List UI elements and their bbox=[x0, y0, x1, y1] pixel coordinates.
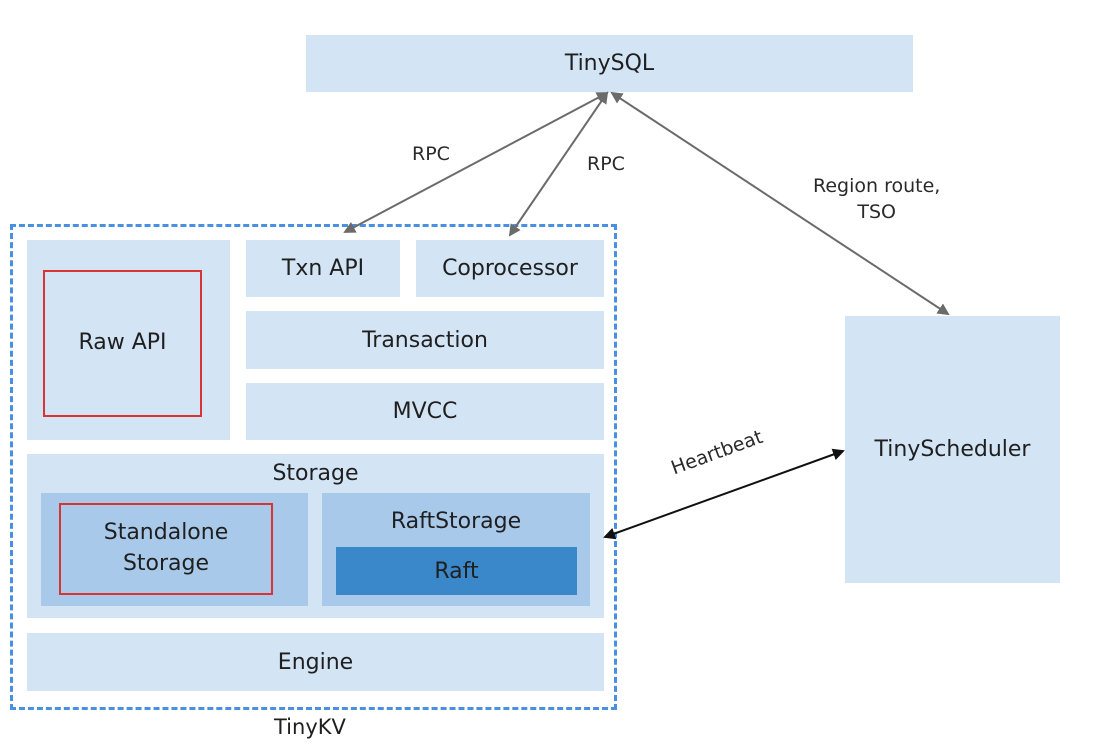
raft-storage-label: RaftStorage bbox=[390, 509, 522, 534]
transaction-label: Transaction bbox=[362, 327, 488, 353]
standalone-storage-panel bbox=[41, 493, 308, 606]
storage-label: Storage bbox=[272, 461, 359, 486]
tinykv-label: TinyKV bbox=[274, 715, 346, 739]
standalone-storage-highlight: Standalone Storage bbox=[59, 503, 273, 595]
tinyscheduler-label: TinyScheduler bbox=[874, 437, 1031, 462]
mvcc-label: MVCC bbox=[392, 399, 458, 424]
coprocessor-label: Coprocessor bbox=[442, 256, 578, 281]
rpc-right-label: RPC bbox=[587, 153, 625, 175]
rpc-left-label: RPC bbox=[412, 143, 450, 165]
transaction-node: Transaction bbox=[246, 311, 604, 369]
engine-label: Engine bbox=[277, 649, 354, 675]
txn-api-node: Txn API bbox=[246, 240, 400, 297]
raw-api-highlight: Raw API bbox=[43, 270, 202, 417]
edge-tinysql-txn-api bbox=[343, 92, 609, 233]
edge-tinysql-coprocessor bbox=[508, 91, 609, 237]
coprocessor-node: Coprocessor bbox=[416, 240, 604, 297]
raw-api-panel bbox=[27, 240, 230, 440]
raft-label: Raft bbox=[434, 558, 479, 584]
raw-api-label: Raw API bbox=[78, 330, 167, 356]
standalone-storage-label: Standalone Storage bbox=[103, 520, 229, 576]
region-route-label: Region route, TSO bbox=[813, 175, 941, 223]
edge-tinysql-tinyscheduler bbox=[610, 91, 950, 316]
engine-node: Engine bbox=[27, 633, 604, 691]
tinysql-node: TinySQL bbox=[306, 35, 913, 92]
raft-node: Raft bbox=[336, 547, 577, 595]
tinysql-label: TinySQL bbox=[564, 51, 655, 76]
tinyscheduler-node: TinyScheduler bbox=[845, 316, 1060, 583]
txn-api-label: Txn API bbox=[281, 256, 365, 281]
edge-heartbeat bbox=[603, 448, 845, 540]
mvcc-node: MVCC bbox=[246, 383, 604, 440]
